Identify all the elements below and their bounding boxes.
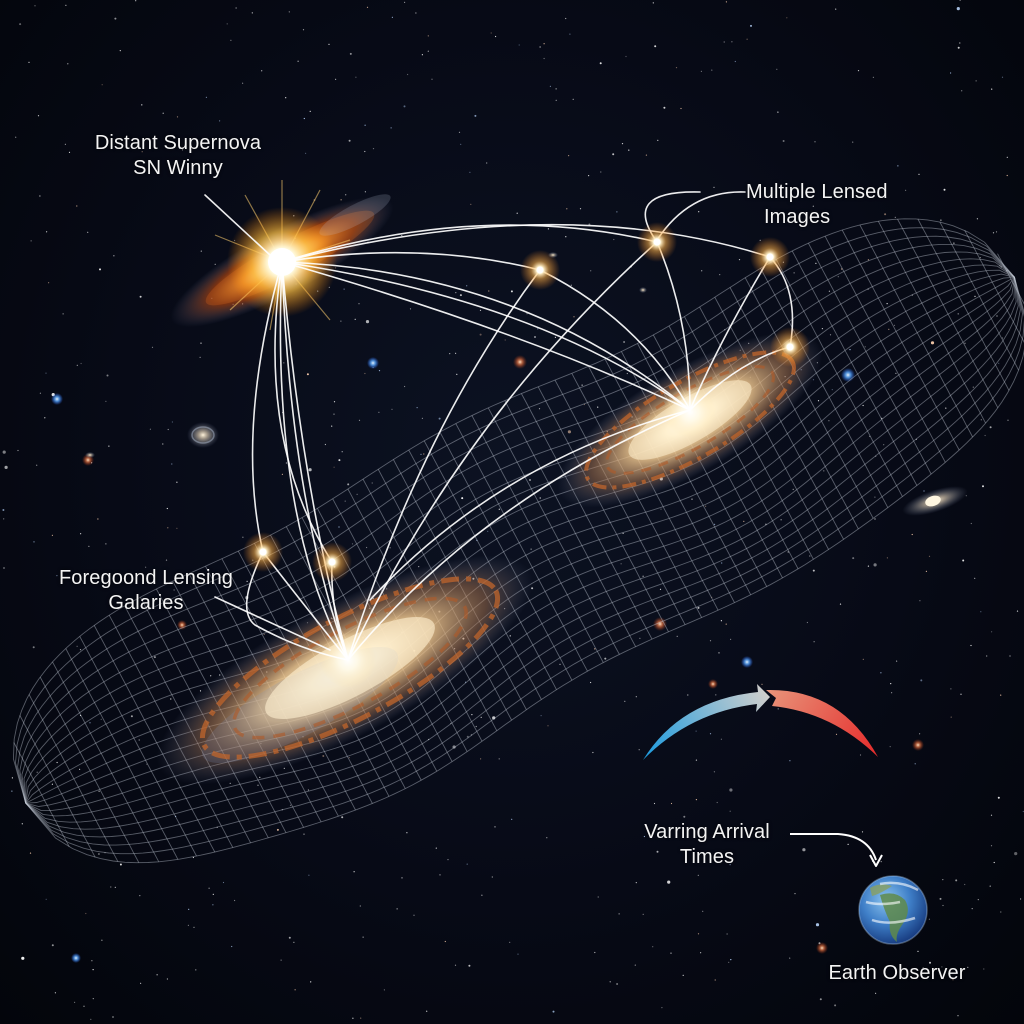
spiral-galaxy-right-icon xyxy=(902,486,968,516)
supernova-label: Distant Supernova SN Winny xyxy=(78,131,278,181)
light-path xyxy=(274,261,333,563)
light-path xyxy=(281,224,658,263)
light-path xyxy=(281,261,691,411)
light-path xyxy=(347,269,541,661)
light-path xyxy=(689,256,771,411)
lensed-images-label: Multiple Lensed Images xyxy=(746,180,918,230)
earth-pointer-arrow xyxy=(790,833,877,861)
arrow-red-segment xyxy=(766,689,878,757)
lensing-galaxies-label-line2: Galaries xyxy=(108,592,184,614)
spiral-galaxy-left-icon xyxy=(187,422,219,448)
light-path xyxy=(279,261,349,661)
light-path xyxy=(281,223,771,263)
lensing-galaxies-label-line1: Foregoond Lensing xyxy=(58,567,234,589)
supernova-label-line1: Distant Supernova xyxy=(94,132,262,154)
arrow-blue-segment xyxy=(643,684,770,760)
lensing-galaxies-label: Foregoond Lensing Galaries xyxy=(48,566,244,616)
arrival-times-label: Varring Arrival Times xyxy=(624,820,790,870)
light-path xyxy=(251,261,283,553)
light-path xyxy=(347,409,691,661)
earth-observer-label: Earth Observer xyxy=(812,961,982,986)
supernova-label-line2: SN Winny xyxy=(133,157,223,179)
light-path xyxy=(245,551,349,661)
lensed-images-label-line2: Images xyxy=(764,206,831,228)
light-path xyxy=(281,251,541,271)
lensed-images-label-line1: Multiple Lensed xyxy=(746,181,888,203)
light-path xyxy=(281,261,691,411)
supernova-label-leader xyxy=(204,194,271,256)
arrival-times-label-line2: Times xyxy=(679,846,735,868)
lensing-galaxy-lower xyxy=(157,555,533,785)
light-path xyxy=(539,269,691,411)
arrival-times-label-line1: Varring Arrival xyxy=(644,821,770,843)
light-path xyxy=(369,409,691,601)
galaxies-label-leader xyxy=(214,596,331,651)
light-path xyxy=(281,261,691,411)
light-path xyxy=(281,261,349,661)
earth-observer-label-line1: Earth Observer xyxy=(828,962,966,984)
light-path xyxy=(656,241,691,411)
light-path xyxy=(347,241,658,661)
